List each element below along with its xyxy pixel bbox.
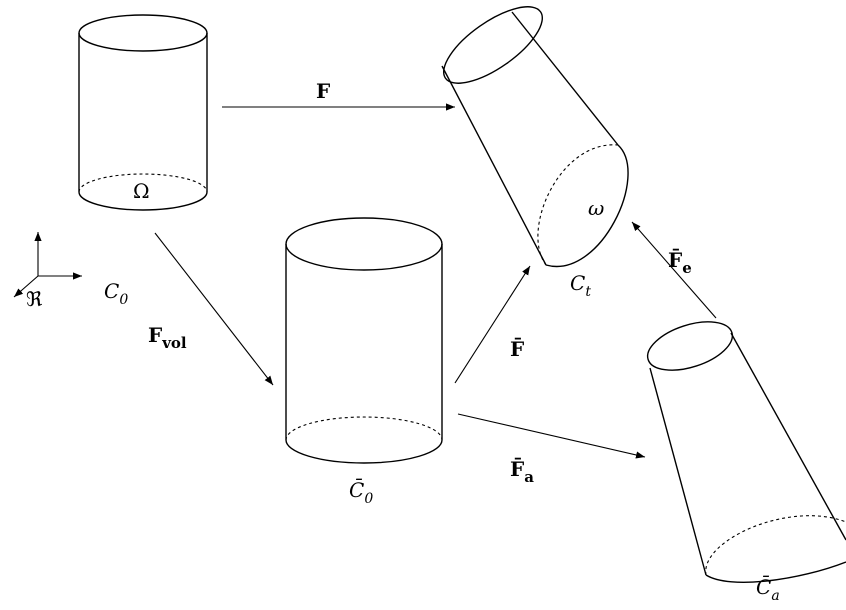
label-omega-lower: ω [588,196,604,220]
cylinder-c0bar-base-hidden [285,416,443,441]
cone-cabar-right-edge [730,332,846,541]
arrow-f-vol [154,232,274,386]
cone-cabar [646,321,846,583]
cone-cabar-top [646,321,734,371]
cylinder-c0bar-top [285,217,443,271]
label-cabar: C̄a [756,574,780,604]
cylinder-c0-top [78,14,208,52]
label-f-vol: Fvol [148,323,187,352]
label-f: F [316,79,330,103]
frame-axis-depth [13,275,39,298]
cylinder-c0-base-hidden [78,173,208,193]
label-f-e: F̄e [668,247,692,277]
cone-cabar-base-visible [705,561,846,583]
label-c0: C0 [104,279,128,308]
cylinder-c0bar [285,217,443,464]
arrow-f-e [631,221,717,319]
label-f-bar: F̄ [510,336,524,361]
cylinder-ct-base-visible [545,144,629,268]
label-f-a: F̄a [510,456,534,486]
cylinder-c0-base-visible [78,191,208,211]
cylinder-ct-base-hidden [537,144,619,266]
arrow-f-a [457,413,646,459]
cylinder-ct-right-edge [511,11,619,146]
cone-cabar-left-edge [649,367,707,576]
label-ct: Ct [570,271,591,300]
cylinder-ct-top [442,6,544,84]
arrow-f-bar [454,265,531,384]
cylinder-ct-left-edge [441,65,547,266]
cylinder-c0 [78,14,208,211]
label-frame: ℜ [26,287,43,311]
label-omega-upper: Ω [133,179,150,203]
reference-frame [13,232,82,298]
label-c0bar: C̄0 [349,477,373,507]
cylinder-ct [441,6,629,268]
cylinder-c0bar-base-visible [285,439,443,464]
cone-cabar-base-hidden [705,515,846,576]
